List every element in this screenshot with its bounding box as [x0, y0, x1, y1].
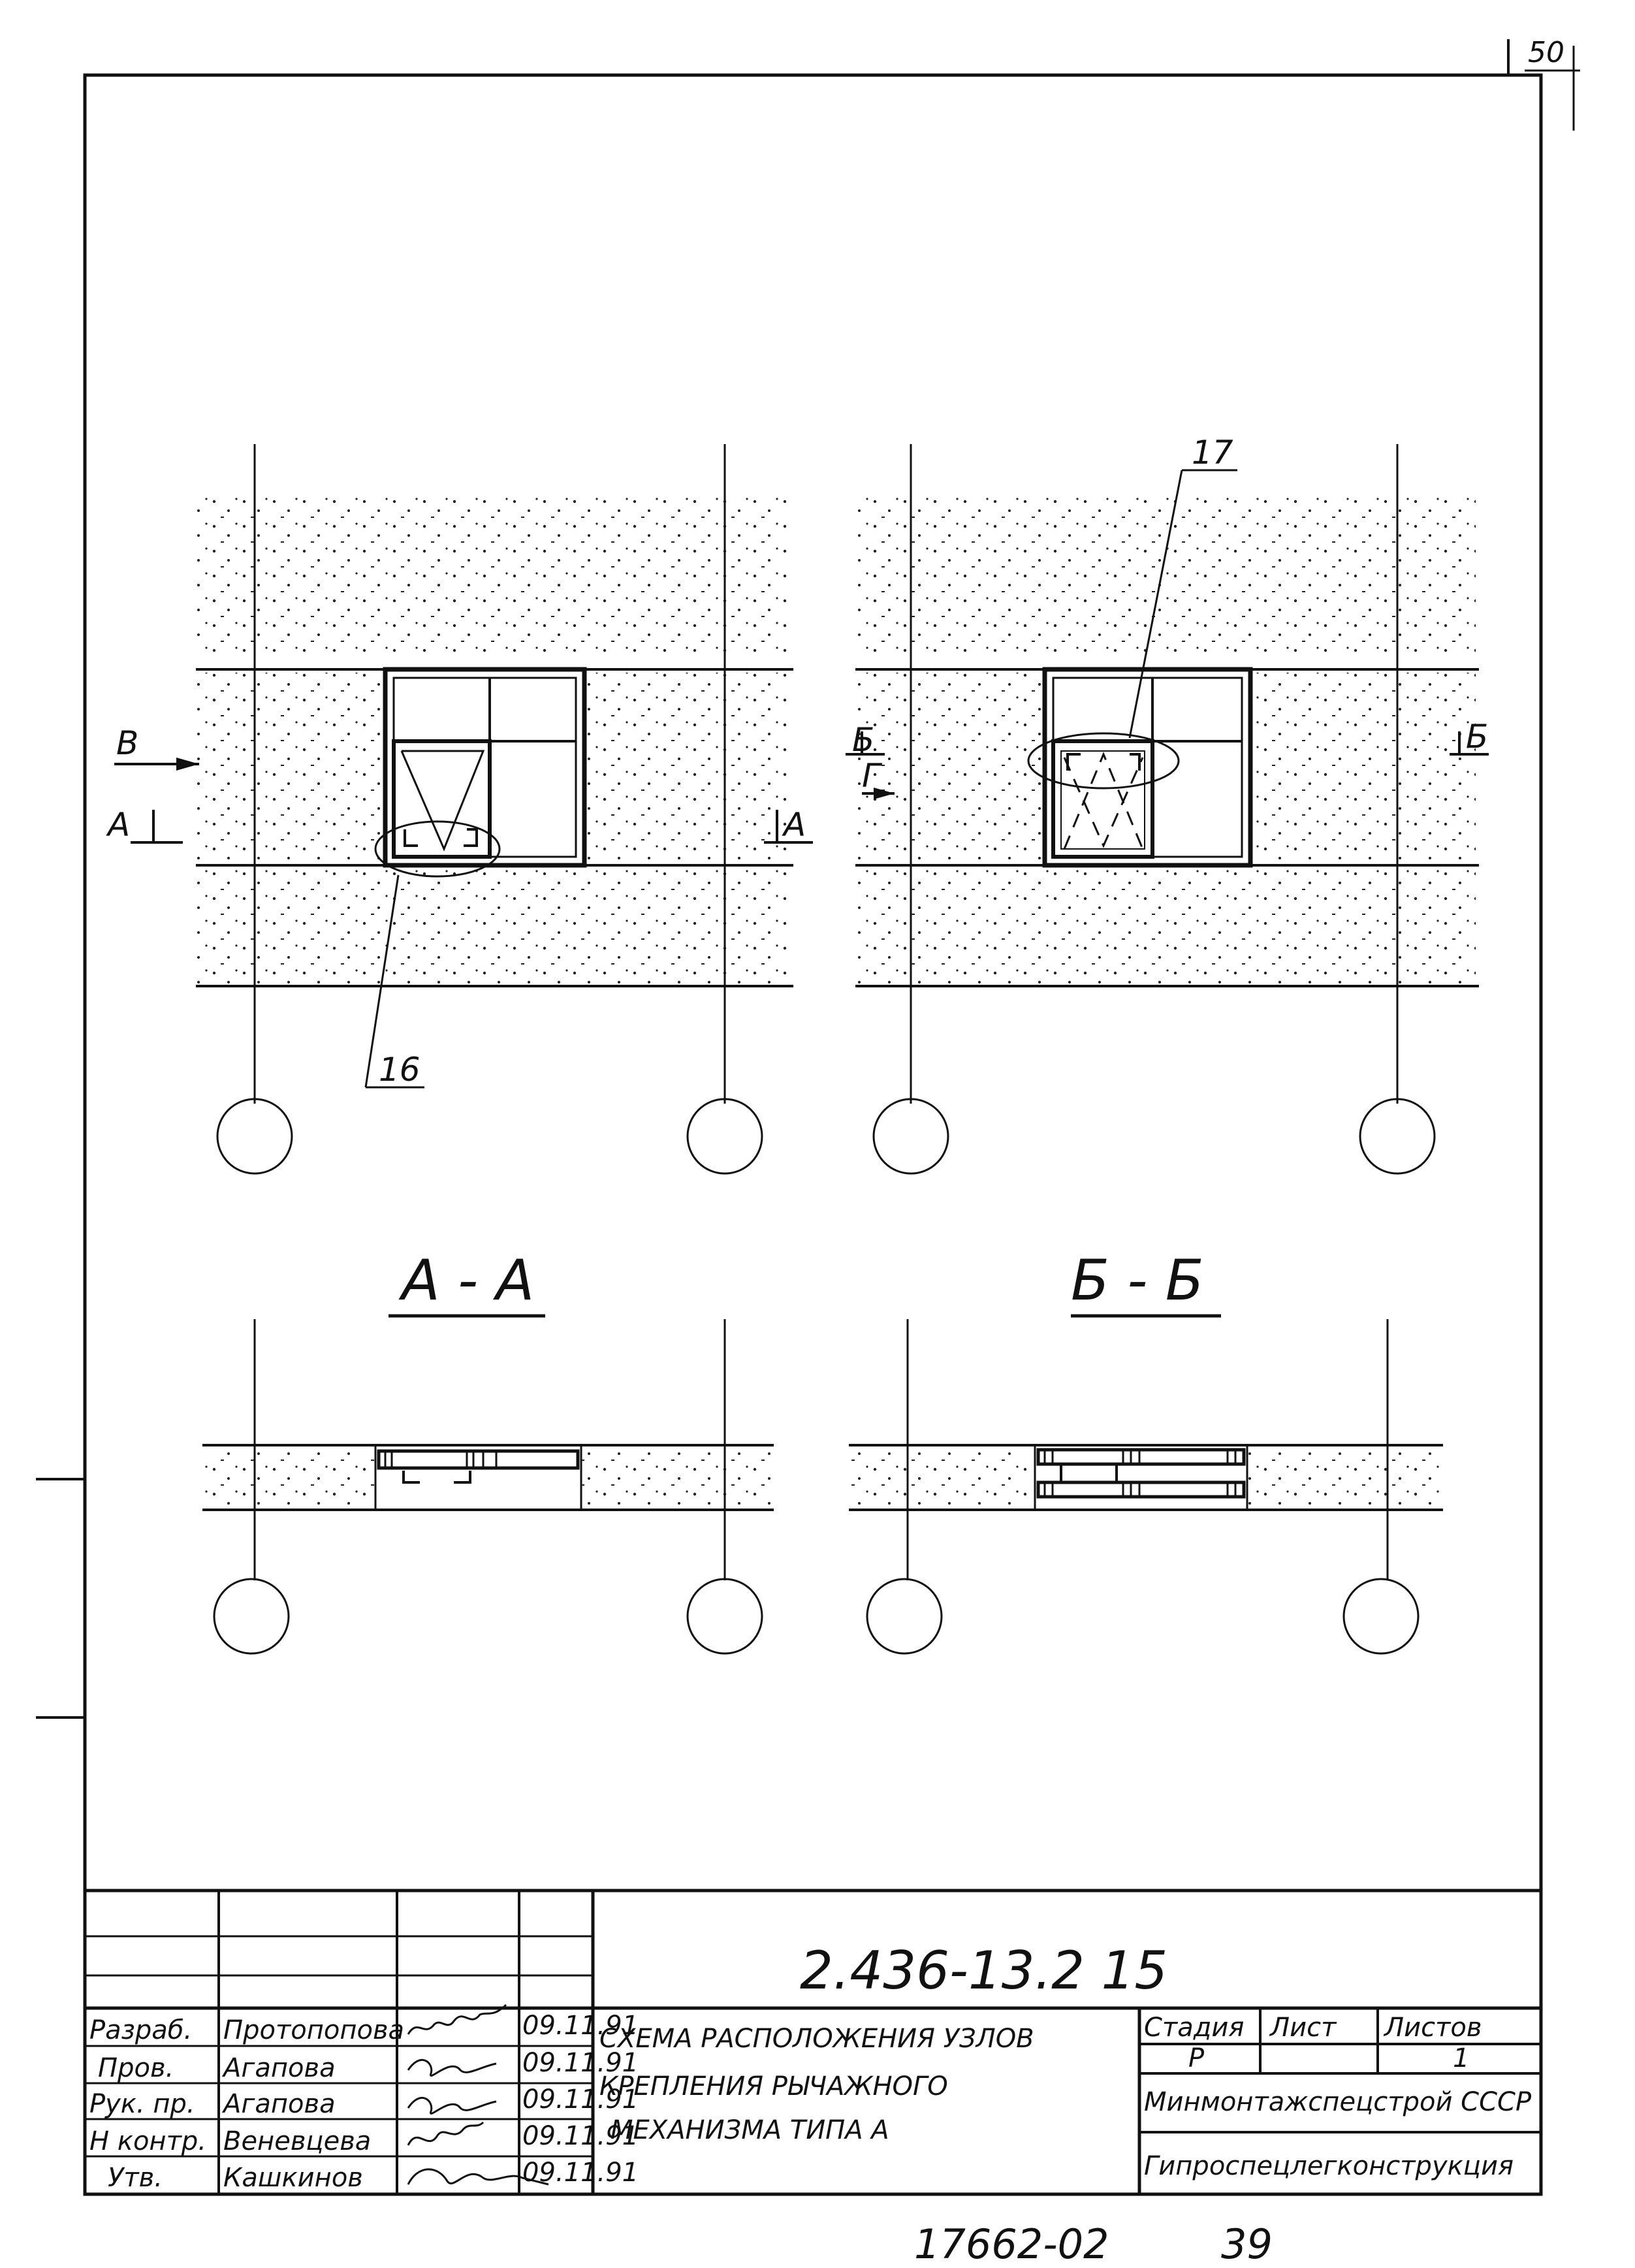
footer-number: 17662-02	[914, 2220, 1109, 2268]
role-cell: Н контр.	[89, 2126, 206, 2156]
section-mark-a-right: А	[782, 806, 806, 844]
signature-rows: Разраб. Протопопова 09.11.91 Пров. Агапо…	[89, 2011, 639, 2193]
section-mark-b-left: Б	[852, 721, 874, 759]
sheet-header: Лист	[1269, 2013, 1337, 2043]
date-cell: 09.11.91	[522, 2011, 639, 2041]
section-mark-a-left: А	[106, 806, 130, 844]
name-cell: Веневцева	[223, 2126, 371, 2156]
role-cell: Пров.	[98, 2053, 174, 2083]
title-line-2: КРЕПЛЕНИЯ РЫЧАЖНОГО	[599, 2071, 948, 2101]
handwritten-signatures	[407, 2004, 549, 2186]
footer-page: 39	[1221, 2220, 1273, 2268]
plan-view-right	[846, 444, 1489, 1175]
sheets-value: 1	[1453, 2043, 1469, 2073]
name-cell: Агапова	[221, 2089, 336, 2119]
role-cell: Утв.	[108, 2163, 163, 2193]
stage-value: Р	[1188, 2043, 1205, 2073]
title-block	[83, 1889, 1543, 2196]
section-aa-view	[202, 1319, 774, 1655]
title-line-3: МЕХАНИЗМА ТИПА А	[611, 2115, 889, 2145]
sheets-header: Листов	[1383, 2013, 1482, 2043]
document-code: 2.436-13.2 15	[800, 1940, 1167, 2001]
date-cell: 09.11.91	[522, 2048, 639, 2078]
view-mark-g: Г	[862, 757, 883, 795]
name-cell: Протопопова	[223, 2015, 404, 2045]
section-aa-title: А - А	[398, 1248, 534, 1313]
plan-view-left	[114, 444, 813, 1175]
callout-17: 17	[1192, 434, 1233, 471]
view-mark-v: В	[116, 724, 138, 762]
name-cell: Агапова	[221, 2053, 336, 2083]
stage-header: Стадия	[1144, 2013, 1244, 2043]
section-bb-view	[849, 1319, 1443, 1655]
callout-16: 16	[379, 1051, 421, 1089]
role-cell: Разраб.	[89, 2015, 192, 2045]
organization-ministry: Минмонтажспецстрой СССР	[1144, 2087, 1532, 2117]
title-line-1: СХЕМА РАСПОЛОЖЕНИЯ УЗЛОВ	[599, 2024, 1034, 2054]
sheet-frame	[36, 39, 1580, 2196]
role-cell: Рук. пр.	[89, 2089, 195, 2119]
sheet-corner-number: 50	[1528, 36, 1564, 69]
name-cell: Кашкинов	[223, 2163, 363, 2193]
section-mark-b-right: Б	[1466, 718, 1488, 756]
section-bb-title: Б - Б	[1071, 1248, 1204, 1313]
date-cell: 09.11.91	[522, 2084, 639, 2115]
organization-institute: Гипроспецлегконструкция	[1144, 2151, 1514, 2181]
date-cell: 09.11.91	[522, 2121, 639, 2151]
